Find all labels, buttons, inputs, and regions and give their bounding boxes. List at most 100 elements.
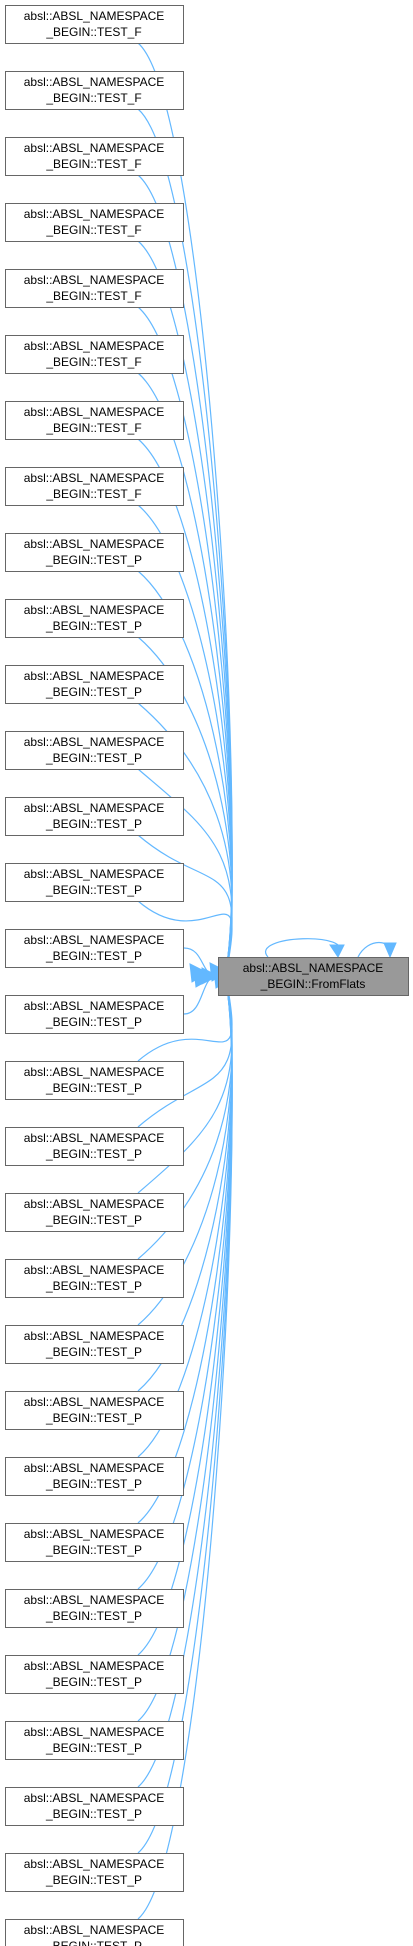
caller-node-1-label-line2: _BEGIN::TEST_F <box>45 25 141 39</box>
caller-node-17[interactable]: absl::ABSL_NAMESPACE_BEGIN::TEST_P <box>5 1061 184 1100</box>
caller-node-9-label-line1: absl::ABSL_NAMESPACE <box>24 537 165 551</box>
caller-node-21-box <box>5 1325 184 1364</box>
caller-node-29-label-line1: absl::ABSL_NAMESPACE <box>24 1857 165 1871</box>
caller-node-13-box <box>5 797 184 836</box>
caller-node-9-box <box>5 533 184 572</box>
caller-node-18[interactable]: absl::ABSL_NAMESPACE_BEGIN::TEST_P <box>5 1127 184 1166</box>
caller-node-1[interactable]: absl::ABSL_NAMESPACE_BEGIN::TEST_F <box>5 5 184 44</box>
caller-node-29-box <box>5 1853 184 1892</box>
caller-node-21[interactable]: absl::ABSL_NAMESPACE_BEGIN::TEST_P <box>5 1325 184 1364</box>
caller-node-16-label-line2: _BEGIN::TEST_P <box>45 1015 142 1029</box>
caller-node-14-label-line2: _BEGIN::TEST_P <box>45 883 142 897</box>
caller-node-15[interactable]: absl::ABSL_NAMESPACE_BEGIN::TEST_P <box>5 929 184 968</box>
caller-node-11-label-line2: _BEGIN::TEST_P <box>45 685 142 699</box>
caller-node-15-label-line1: absl::ABSL_NAMESPACE <box>24 933 165 947</box>
caller-node-7-label-line2: _BEGIN::TEST_F <box>45 421 141 435</box>
caller-node-2-label-line1: absl::ABSL_NAMESPACE <box>24 75 165 89</box>
caller-node-25-label-line2: _BEGIN::TEST_P <box>45 1609 142 1623</box>
call-edge-30 <box>137 981 233 1920</box>
caller-node-9[interactable]: absl::ABSL_NAMESPACE_BEGIN::TEST_P <box>5 533 184 572</box>
caller-node-22-box <box>5 1391 184 1430</box>
caller-node-25-box <box>5 1589 184 1628</box>
caller-node-13[interactable]: absl::ABSL_NAMESPACE_BEGIN::TEST_P <box>5 797 184 836</box>
caller-node-3-label-line2: _BEGIN::TEST_F <box>45 157 141 171</box>
caller-node-28[interactable]: absl::ABSL_NAMESPACE_BEGIN::TEST_P <box>5 1787 184 1826</box>
caller-node-2[interactable]: absl::ABSL_NAMESPACE_BEGIN::TEST_F <box>5 71 184 110</box>
caller-node-16-box <box>5 995 184 1034</box>
target-node-fromflats-box <box>218 957 409 996</box>
caller-node-26-label-line2: _BEGIN::TEST_P <box>45 1675 142 1689</box>
caller-node-14-box <box>5 863 184 902</box>
caller-node-18-label-line1: absl::ABSL_NAMESPACE <box>24 1131 165 1145</box>
arrowhead-icon <box>193 968 214 988</box>
caller-node-7[interactable]: absl::ABSL_NAMESPACE_BEGIN::TEST_F <box>5 401 184 440</box>
caller-node-19[interactable]: absl::ABSL_NAMESPACE_BEGIN::TEST_P <box>5 1193 184 1232</box>
caller-node-26-box <box>5 1655 184 1694</box>
caller-node-17-label-line2: _BEGIN::TEST_P <box>45 1081 142 1095</box>
caller-node-29-label-line2: _BEGIN::TEST_P <box>45 1873 142 1887</box>
caller-node-4-box <box>5 203 184 242</box>
graph-nodes: absl::ABSL_NAMESPACE_BEGIN::TEST_Fabsl::… <box>5 5 409 1946</box>
caller-node-4[interactable]: absl::ABSL_NAMESPACE_BEGIN::TEST_F <box>5 203 184 242</box>
caller-node-19-label-line1: absl::ABSL_NAMESPACE <box>24 1197 165 1211</box>
caller-node-25[interactable]: absl::ABSL_NAMESPACE_BEGIN::TEST_P <box>5 1589 184 1628</box>
self-call-arrowhead-icon <box>329 944 345 958</box>
caller-node-3-label-line1: absl::ABSL_NAMESPACE <box>24 141 165 155</box>
caller-node-4-label-line1: absl::ABSL_NAMESPACE <box>24 207 165 221</box>
caller-node-19-label-line2: _BEGIN::TEST_P <box>45 1213 142 1227</box>
caller-node-6-label-line2: _BEGIN::TEST_F <box>45 355 141 369</box>
caller-node-2-box <box>5 71 184 110</box>
caller-node-19-box <box>5 1193 184 1232</box>
caller-node-30[interactable]: absl::ABSL_NAMESPACE_BEGIN::TEST_P <box>5 1919 184 1946</box>
caller-node-11[interactable]: absl::ABSL_NAMESPACE_BEGIN::TEST_P <box>5 665 184 704</box>
caller-node-22[interactable]: absl::ABSL_NAMESPACE_BEGIN::TEST_P <box>5 1391 184 1430</box>
caller-node-30-label-line2: _BEGIN::TEST_P <box>45 1939 142 1946</box>
caller-node-6[interactable]: absl::ABSL_NAMESPACE_BEGIN::TEST_F <box>5 335 184 374</box>
call-edge-14 <box>137 900 233 975</box>
caller-node-23-label-line1: absl::ABSL_NAMESPACE <box>24 1461 165 1475</box>
caller-node-11-label-line1: absl::ABSL_NAMESPACE <box>24 669 165 683</box>
caller-node-15-label-line2: _BEGIN::TEST_P <box>45 949 142 963</box>
caller-node-23[interactable]: absl::ABSL_NAMESPACE_BEGIN::TEST_P <box>5 1457 184 1496</box>
caller-node-6-box <box>5 335 184 374</box>
caller-node-17-box <box>5 1061 184 1100</box>
caller-node-21-label-line1: absl::ABSL_NAMESPACE <box>24 1329 165 1343</box>
caller-node-29[interactable]: absl::ABSL_NAMESPACE_BEGIN::TEST_P <box>5 1853 184 1892</box>
target-node-fromflats-label-line2: _BEGIN::FromFlats <box>260 977 366 991</box>
caller-node-27-label-line2: _BEGIN::TEST_P <box>45 1741 142 1755</box>
caller-node-24[interactable]: absl::ABSL_NAMESPACE_BEGIN::TEST_P <box>5 1523 184 1562</box>
caller-node-8[interactable]: absl::ABSL_NAMESPACE_BEGIN::TEST_F <box>5 467 184 506</box>
caller-node-16-label-line1: absl::ABSL_NAMESPACE <box>24 999 165 1013</box>
caller-node-28-label-line2: _BEGIN::TEST_P <box>45 1807 142 1821</box>
caller-node-22-label-line1: absl::ABSL_NAMESPACE <box>24 1395 165 1409</box>
caller-node-27-label-line1: absl::ABSL_NAMESPACE <box>24 1725 165 1739</box>
caller-node-16[interactable]: absl::ABSL_NAMESPACE_BEGIN::TEST_P <box>5 995 184 1034</box>
self-call-edge <box>265 938 341 958</box>
caller-node-9-label-line2: _BEGIN::TEST_P <box>45 553 142 567</box>
caller-node-14[interactable]: absl::ABSL_NAMESPACE_BEGIN::TEST_P <box>5 863 184 902</box>
caller-node-4-label-line2: _BEGIN::TEST_F <box>45 223 141 237</box>
caller-node-10[interactable]: absl::ABSL_NAMESPACE_BEGIN::TEST_P <box>5 599 184 638</box>
caller-node-3[interactable]: absl::ABSL_NAMESPACE_BEGIN::TEST_F <box>5 137 184 176</box>
caller-node-12[interactable]: absl::ABSL_NAMESPACE_BEGIN::TEST_P <box>5 731 184 770</box>
caller-node-27[interactable]: absl::ABSL_NAMESPACE_BEGIN::TEST_P <box>5 1721 184 1760</box>
caller-node-28-label-line1: absl::ABSL_NAMESPACE <box>24 1791 165 1805</box>
caller-node-18-box <box>5 1127 184 1166</box>
caller-node-23-box <box>5 1457 184 1496</box>
caller-node-7-label-line1: absl::ABSL_NAMESPACE <box>24 405 165 419</box>
caller-node-17-label-line1: absl::ABSL_NAMESPACE <box>24 1065 165 1079</box>
caller-node-20[interactable]: absl::ABSL_NAMESPACE_BEGIN::TEST_P <box>5 1259 184 1298</box>
caller-node-21-label-line2: _BEGIN::TEST_P <box>45 1345 142 1359</box>
target-node-fromflats-label-line1: absl::ABSL_NAMESPACE <box>243 961 384 975</box>
caller-node-23-label-line2: _BEGIN::TEST_P <box>45 1477 142 1491</box>
caller-node-26-label-line1: absl::ABSL_NAMESPACE <box>24 1659 165 1673</box>
caller-node-5[interactable]: absl::ABSL_NAMESPACE_BEGIN::TEST_F <box>5 269 184 308</box>
caller-node-10-box <box>5 599 184 638</box>
caller-node-15-box <box>5 929 184 968</box>
caller-node-26[interactable]: absl::ABSL_NAMESPACE_BEGIN::TEST_P <box>5 1655 184 1694</box>
caller-node-27-box <box>5 1721 184 1760</box>
caller-node-25-label-line1: absl::ABSL_NAMESPACE <box>24 1593 165 1607</box>
caller-node-24-label-line2: _BEGIN::TEST_P <box>45 1543 142 1557</box>
caller-node-8-box <box>5 467 184 506</box>
caller-node-12-label-line1: absl::ABSL_NAMESPACE <box>24 735 165 749</box>
